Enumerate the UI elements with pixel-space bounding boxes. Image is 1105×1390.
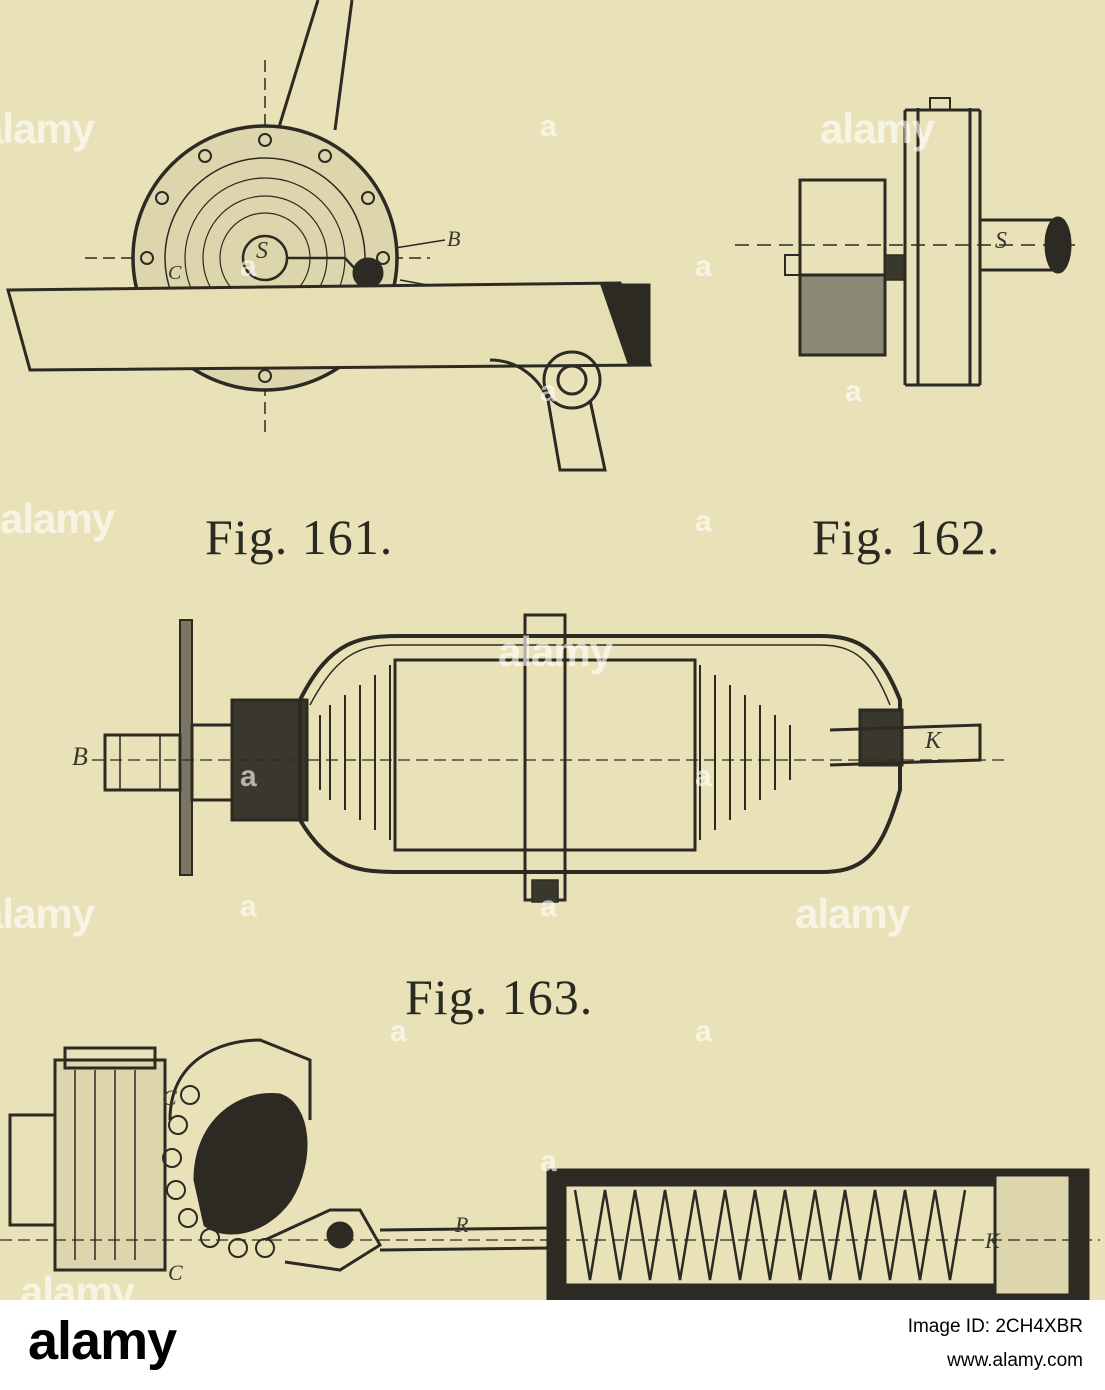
watermark-alamy: alamy <box>20 1268 135 1300</box>
image-id: Image ID: 2CH4XBR <box>907 1316 1083 1337</box>
watermark-a: a <box>695 250 712 283</box>
label-k-fig163: K <box>925 728 942 754</box>
caption-fig-161: Fig. 161. <box>205 509 394 565</box>
caption-fig-162: Fig. 162. <box>812 509 1001 565</box>
watermark-a: a <box>540 890 557 923</box>
watermark-a: a <box>390 1015 407 1048</box>
watermark-alamy: alamy <box>0 105 95 152</box>
watermark-a: a <box>695 505 712 538</box>
watermark-a: a <box>240 250 257 283</box>
watermark-alamy: alamy <box>0 890 95 937</box>
watermark-a: a <box>695 1015 712 1048</box>
label-c-fig164-top: C <box>162 1085 177 1110</box>
watermark-a: a <box>540 1145 557 1178</box>
label-s-fig161: S <box>256 238 268 264</box>
watermark-a: a <box>540 110 557 143</box>
watermark-a: a <box>845 375 862 408</box>
alamy-logo: alamy <box>28 1311 177 1371</box>
label-c-fig164-bottom: C <box>168 1260 183 1285</box>
engraving-plate: S B C S B K C C R K Fig. 161. Fig. 162. … <box>0 0 1105 1300</box>
caption-fig-163: Fig. 163. <box>405 969 594 1025</box>
site-url: www.alamy.com <box>947 1350 1083 1371</box>
stock-footer: alamy Image ID: 2CH4XBR www.alamy.com <box>0 1300 1105 1390</box>
label-s-fig162: S <box>995 228 1007 254</box>
label-b-fig161: B <box>447 226 461 251</box>
watermark-a: a <box>695 760 712 793</box>
label-c-fig161: C <box>168 262 182 284</box>
label-b-fig163: B <box>72 742 88 771</box>
watermark-a: a <box>540 375 557 408</box>
fig-163-drawing <box>92 613 1005 903</box>
fig-161-drawing <box>6 0 653 472</box>
watermark-alamy: alamy <box>820 105 935 152</box>
label-r-fig164: R <box>455 1212 469 1237</box>
watermark-a: a <box>240 890 257 923</box>
watermark-alamy: alamy <box>795 890 910 937</box>
label-k-fig164: K <box>985 1228 1000 1253</box>
fig-164-drawing <box>0 1038 1100 1300</box>
technical-drawings <box>0 0 1100 1300</box>
fig-162-drawing <box>735 97 1075 387</box>
watermark-a: a <box>240 760 257 793</box>
watermark-alamy: alamy <box>498 628 613 675</box>
watermark-alamy: alamy <box>0 495 115 542</box>
